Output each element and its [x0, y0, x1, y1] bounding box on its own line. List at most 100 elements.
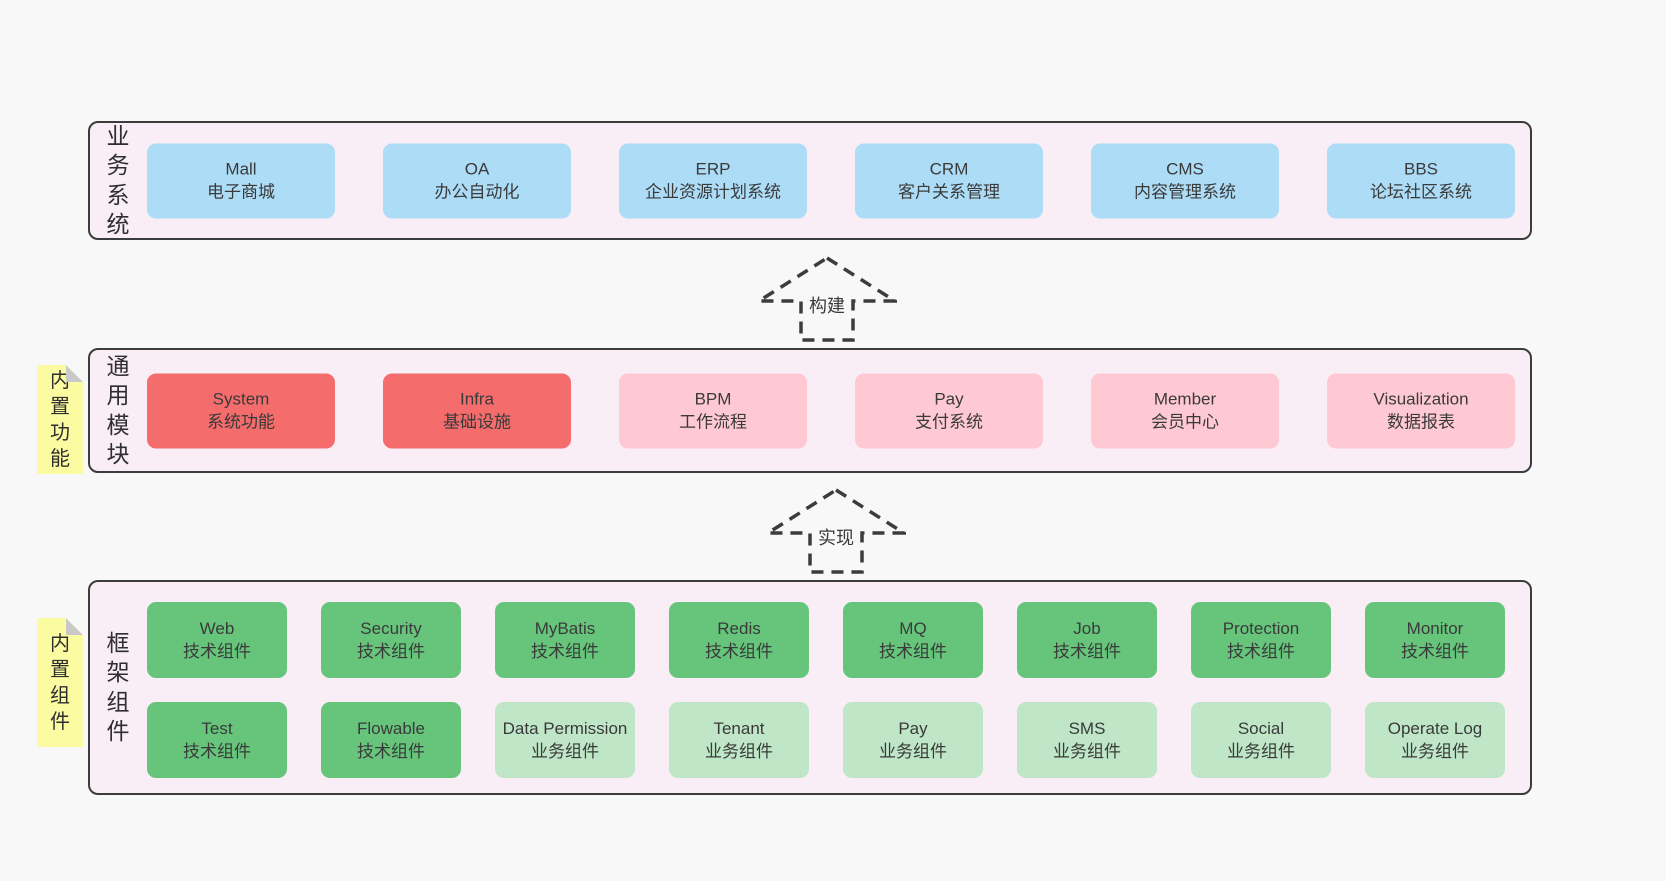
box-desc: 业务组件 [531, 742, 599, 761]
box-name: SMS [1068, 718, 1106, 738]
box-desc: 业务组件 [1053, 742, 1121, 761]
dashed-up-arrow-icon [757, 255, 897, 342]
panel-framework-label: 框架组件 [90, 582, 146, 793]
box-name: Redis [717, 618, 761, 638]
box-bpm: BPM 工作流程 [619, 373, 807, 448]
box-desc: 业务组件 [1401, 742, 1469, 761]
box-desc: 会员中心 [1151, 412, 1219, 432]
box-desc: 业务组件 [1227, 742, 1295, 761]
box-desc: 业务组件 [879, 742, 947, 761]
box-name: Infra [459, 389, 495, 409]
box-crm: CRM 客户关系管理 [855, 143, 1043, 218]
box-oa: OA 办公自动化 [383, 143, 571, 218]
sticky-text: 内置组件 [50, 632, 70, 733]
box-desc: 技术组件 [879, 642, 947, 661]
box-tenant: Tenant 业务组件 [669, 702, 809, 778]
box-desc: 企业资源计划系统 [645, 182, 781, 202]
box-desc: 办公自动化 [434, 182, 520, 202]
box-job: Job 技术组件 [1017, 602, 1157, 678]
sticky-built-in-components: 内置组件 [37, 618, 83, 747]
box-mybatis: MyBatis 技术组件 [495, 602, 635, 678]
panel-modules-label: 通用模块 [90, 350, 146, 471]
box-name: Social [1237, 718, 1285, 738]
box-name: System [212, 389, 270, 409]
box-system: System 系统功能 [147, 373, 335, 448]
build-arrow-label: 构建 [805, 291, 849, 319]
box-desc: 系统功能 [207, 412, 275, 432]
box-desc: 技术组件 [1401, 642, 1469, 661]
box-web: Web 技术组件 [147, 602, 287, 678]
box-name: Monitor [1406, 618, 1464, 638]
box-test: Test 技术组件 [147, 702, 287, 778]
box-desc: 工作流程 [679, 412, 747, 432]
box-desc: 数据报表 [1387, 412, 1455, 432]
box-operate-log: Operate Log 业务组件 [1365, 702, 1505, 778]
panel-common-modules: 通用模块 System 系统功能 Infra 基础设施 BPM 工作流程 Pay… [88, 348, 1532, 473]
box-member: Member 会员中心 [1091, 373, 1279, 448]
dashed-up-arrow-icon [766, 487, 906, 574]
box-mq: MQ 技术组件 [843, 602, 983, 678]
box-name: BBS [1403, 159, 1439, 179]
implement-arrow-label: 实现 [814, 523, 858, 551]
box-name: Security [360, 618, 422, 638]
folded-corner-icon [66, 365, 83, 382]
box-name: Visualization [1373, 389, 1469, 409]
box-name: Protection [1222, 618, 1300, 638]
box-social: Social 业务组件 [1191, 702, 1331, 778]
sticky-built-in-features: 内置功能 [37, 365, 83, 474]
box-name: OA [464, 159, 490, 179]
box-desc: 技术组件 [1053, 642, 1121, 661]
box-desc: 电子商城 [207, 182, 275, 202]
box-name: CMS [1166, 159, 1204, 179]
box-pay: Pay 支付系统 [855, 373, 1043, 448]
box-name: Flowable [356, 718, 426, 738]
box-desc: 技术组件 [531, 642, 599, 661]
box-bbs: BBS 论坛社区系统 [1327, 143, 1515, 218]
box-cms: CMS 内容管理系统 [1091, 143, 1279, 218]
box-name: Operate Log [1387, 718, 1483, 738]
box-flowable: Flowable 技术组件 [321, 702, 461, 778]
panel-business-systems: 业务系统 Mall 电子商城 OA 办公自动化 ERP 企业资源计划系统 CRM… [88, 121, 1532, 240]
box-erp: ERP 企业资源计划系统 [619, 143, 807, 218]
modules-box-row: System 系统功能 Infra 基础设施 BPM 工作流程 Pay 支付系统… [147, 373, 1515, 448]
box-desc: 内容管理系统 [1134, 182, 1236, 202]
box-data-permission: Data Permission 业务组件 [495, 702, 635, 778]
implement-arrow: 实现 [766, 487, 906, 575]
box-name: ERP [695, 159, 731, 179]
box-name: Mall [225, 159, 257, 179]
box-name: Web [199, 618, 235, 638]
box-desc: 支付系统 [915, 412, 983, 432]
box-name: Member [1153, 389, 1217, 409]
box-name: Test [201, 718, 233, 738]
box-desc: 技术组件 [357, 642, 425, 661]
business-box-row: Mall 电子商城 OA 办公自动化 ERP 企业资源计划系统 CRM 客户关系… [147, 143, 1515, 218]
box-sms: SMS 业务组件 [1017, 702, 1157, 778]
vertical-label-text: 框架组件 [106, 629, 130, 744]
box-security: Security 技术组件 [321, 602, 461, 678]
build-arrow: 构建 [757, 255, 897, 343]
box-desc: 论坛社区系统 [1370, 182, 1472, 202]
box-redis: Redis 技术组件 [669, 602, 809, 678]
box-desc: 业务组件 [705, 742, 773, 761]
box-name: MyBatis [534, 618, 596, 638]
box-monitor: Monitor 技术组件 [1365, 602, 1505, 678]
box-desc: 技术组件 [183, 642, 251, 661]
framework-box-row-1: Web 技术组件 Security 技术组件 MyBatis 技术组件 Redi… [147, 602, 1505, 678]
sticky-text: 内置功能 [50, 369, 70, 470]
box-pay: Pay 业务组件 [843, 702, 983, 778]
box-desc: 技术组件 [705, 642, 773, 661]
box-desc: 技术组件 [1227, 642, 1295, 661]
panel-framework-components: 框架组件 Web 技术组件 Security 技术组件 MyBatis 技术组件… [88, 580, 1532, 795]
box-protection: Protection 技术组件 [1191, 602, 1331, 678]
box-mall: Mall 电子商城 [147, 143, 335, 218]
panel-business-label: 业务系统 [90, 123, 146, 238]
box-infra: Infra 基础设施 [383, 373, 571, 448]
vertical-label-text: 业务系统 [106, 122, 130, 237]
box-desc: 技术组件 [357, 742, 425, 761]
box-desc: 客户关系管理 [898, 182, 1000, 202]
box-name: Tenant [713, 718, 765, 738]
box-name: Job [1073, 618, 1101, 638]
box-desc: 基础设施 [443, 412, 511, 432]
box-name: MQ [899, 618, 927, 638]
